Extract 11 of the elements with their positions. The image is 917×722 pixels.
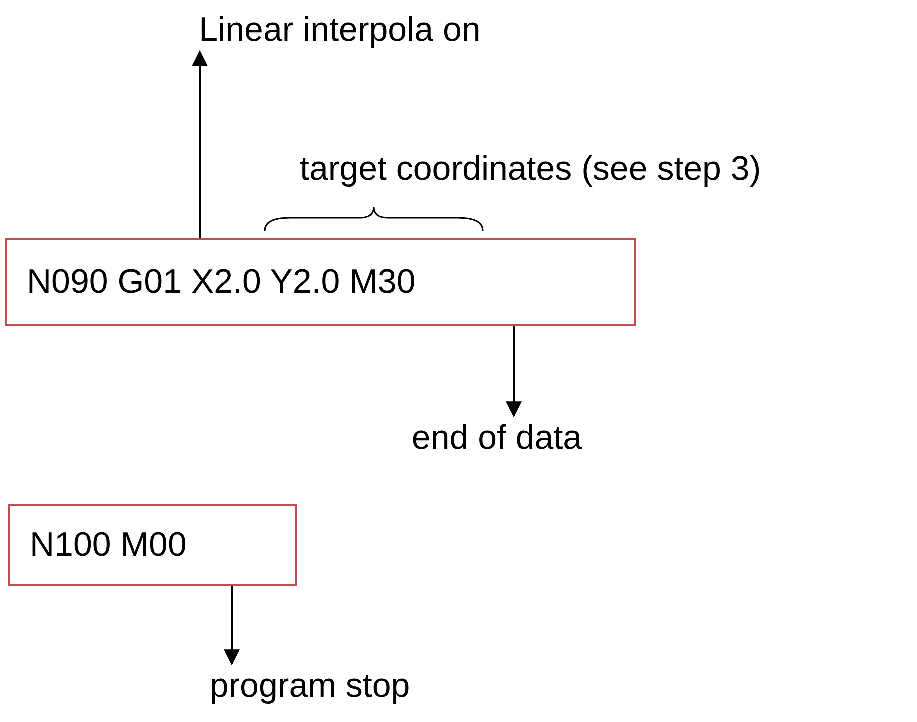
annotation-text: Linear interpola on [130,8,550,52]
annotation-text: end of data [372,416,622,460]
arrow [192,50,208,238]
arrow [224,586,240,666]
brace-label: target coordinates (see step 3) [300,152,762,186]
code-line: N100 M00 [30,528,187,562]
arrow [506,326,522,418]
code-line: N090 G01 X2.0 Y2.0 M30 [27,265,416,299]
code-box [8,504,297,586]
code-box [5,238,636,326]
annotation-text: program stop [160,664,460,708]
